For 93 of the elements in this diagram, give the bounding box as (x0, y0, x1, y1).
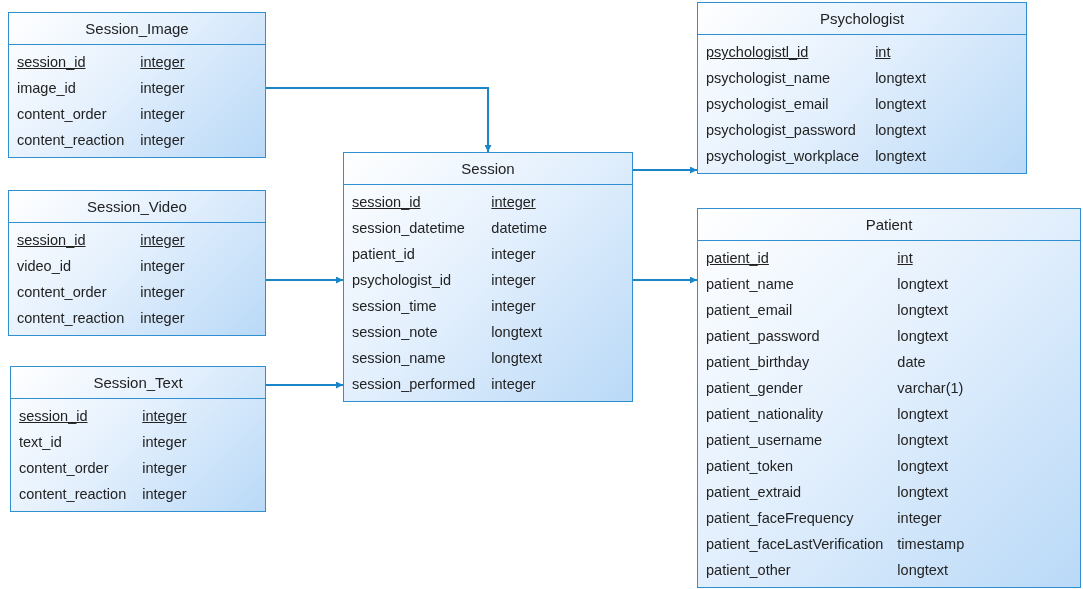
field-name: patient_email (706, 301, 793, 320)
field-type: integer (491, 375, 536, 394)
field-name: patient_name (706, 275, 794, 294)
field-name: image_id (17, 79, 76, 98)
field-name: session_id (17, 53, 86, 72)
field-name: patient_faceFrequency (706, 509, 854, 528)
field-type: integer (142, 407, 187, 426)
field-type: integer (140, 105, 185, 124)
field-name: psychologist_password (706, 121, 856, 140)
field-name: patient_extraid (706, 483, 802, 502)
field-type: timestamp (897, 535, 965, 554)
relationship-arrow (632, 166, 698, 174)
table-title: Session (344, 153, 632, 185)
table-title: Patient (698, 209, 1080, 241)
field-type: integer (140, 231, 185, 250)
field-name: session_note (352, 323, 438, 342)
field-name: patient_nationality (706, 405, 823, 424)
field-type: integer (140, 53, 185, 72)
field-type: integer (140, 283, 185, 302)
field-name: content_order (17, 283, 107, 302)
table-box (697, 2, 1027, 174)
field-type: integer (142, 433, 187, 452)
field-type: integer (491, 297, 536, 316)
field-name: video_id (17, 257, 71, 276)
field-type: integer (142, 485, 187, 504)
field-name: psychologist_workplace (706, 147, 860, 166)
field-type: integer (142, 459, 187, 478)
field-name: session_name (352, 349, 446, 368)
field-type: longtext (897, 457, 949, 476)
field-name: content_reaction (19, 485, 127, 504)
relationship-arrow (632, 276, 698, 284)
field-name: content_reaction (17, 131, 125, 150)
table-title: Session_Video (9, 191, 265, 223)
field-type: longtext (897, 405, 949, 424)
field-type: longtext (491, 349, 543, 368)
field-name: psychologist_id (352, 271, 452, 290)
field-name: content_order (17, 105, 107, 124)
field-name: session_time (352, 297, 437, 316)
field-name: session_performed (352, 375, 476, 394)
field-name: session_id (19, 407, 88, 426)
relationship-arrow (265, 381, 344, 389)
field-name: text_id (19, 433, 62, 452)
field-type: longtext (875, 69, 926, 88)
field-name: psychologistl_id (706, 43, 809, 62)
field-name: session_datetime (352, 219, 465, 238)
field-name: patient_id (706, 249, 769, 268)
table-title: Psychologist (698, 3, 1026, 35)
field-name: psychologist_email (706, 95, 829, 114)
field-type: longtext (491, 323, 543, 342)
field-name: session_id (17, 231, 86, 250)
field-type: integer (140, 79, 185, 98)
field-type: integer (140, 309, 185, 328)
field-type: longtext (875, 95, 926, 114)
field-name: content_order (19, 459, 109, 478)
field-name: patient_token (706, 457, 794, 476)
field-name: patient_username (706, 431, 823, 450)
table-box (8, 12, 266, 158)
field-name: patient_birthday (706, 353, 810, 372)
field-type: int (897, 249, 913, 268)
field-name: patient_gender (706, 379, 803, 398)
field-type: integer (491, 193, 536, 212)
table-box (8, 190, 266, 336)
field-name: patient_id (352, 245, 415, 264)
field-type: longtext (875, 147, 926, 166)
field-type: date (897, 353, 926, 372)
field-type: longtext (897, 301, 949, 320)
field-type: datetime (491, 219, 547, 238)
field-type: longtext (897, 275, 949, 294)
field-name: patient_password (706, 327, 820, 346)
table-title: Session_Image (9, 13, 265, 45)
table-title: Session_Text (11, 367, 265, 399)
relationship-arrow (265, 87, 492, 153)
field-name: content_reaction (17, 309, 125, 328)
field-type: longtext (875, 121, 926, 140)
field-name: patient_other (706, 561, 791, 580)
field-name: psychologist_name (706, 69, 831, 88)
field-type: varchar(1) (897, 379, 964, 398)
field-type: integer (491, 245, 536, 264)
relationship-arrow (265, 276, 344, 284)
field-type: integer (897, 509, 942, 528)
field-name: patient_faceLastVerification (706, 535, 884, 554)
field-type: int (875, 43, 891, 62)
table-box (697, 208, 1081, 588)
field-type: longtext (897, 431, 949, 450)
field-type: integer (140, 257, 185, 276)
field-type: integer (140, 131, 185, 150)
field-type: longtext (897, 483, 949, 502)
field-type: integer (491, 271, 536, 290)
field-type: longtext (897, 327, 949, 346)
field-type: longtext (897, 561, 949, 580)
field-name: session_id (352, 193, 421, 212)
table-box (343, 152, 633, 402)
table-box (10, 366, 266, 512)
